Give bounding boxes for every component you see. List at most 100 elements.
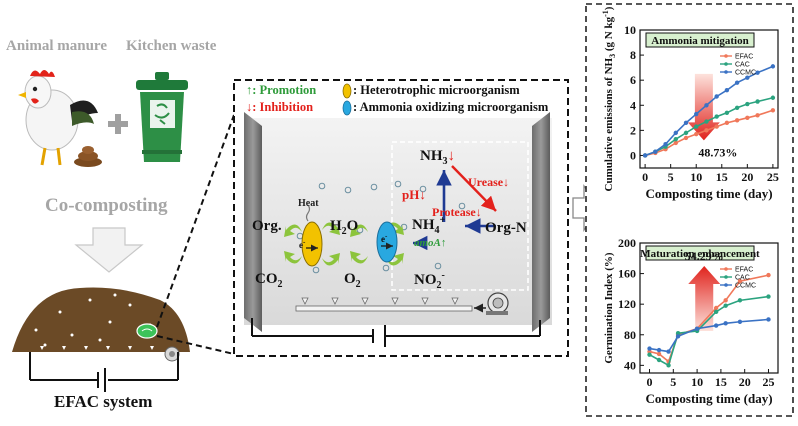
legend-promotion: ↑: Promotion (246, 83, 316, 98)
germination-data-point (647, 346, 652, 351)
ammonia-ytick-label: 4 (630, 98, 636, 112)
ammonia-legend-label: CAC (735, 62, 750, 69)
germination-ytick-label: 40 (624, 358, 636, 372)
germination-data-point (737, 279, 743, 284)
ammonia-data-point (745, 75, 750, 80)
germination-xtick-label: 0 (647, 375, 653, 389)
o2-main: O (344, 271, 356, 287)
inhibition-symbol: ↓ (246, 100, 253, 114)
ammonia-data-point (734, 118, 740, 123)
electron-e2: e (381, 234, 385, 244)
ammonia-data-point (663, 141, 668, 147)
ammonia-xtick-label: 5 (668, 170, 674, 184)
germination-xtick-label: 10 (691, 375, 703, 389)
urease-label: Urease↓ (468, 175, 509, 190)
ammonia-data-point (653, 149, 658, 154)
germination-legend-label: EFAC (735, 267, 753, 274)
legend-hetero-text: : Heterotrophic microorganism (353, 83, 520, 97)
legend-ammonia-icon (342, 100, 352, 116)
efac-system-label: EFAC system (54, 392, 153, 411)
germination-data-point (737, 298, 743, 303)
protease-arrow: ↓ (475, 205, 482, 219)
ammonia-xtick-label: 0 (642, 170, 648, 184)
ammonia-legend-marker (724, 62, 728, 66)
h2o-tail: O (346, 218, 359, 234)
ammonia-data-point (714, 114, 719, 119)
ammonia-data-point (724, 120, 730, 126)
reactor-body (244, 118, 552, 325)
electron-sup2: - (385, 232, 388, 240)
ammonia-xtick-label: 10 (690, 170, 702, 184)
nitrogen-box (391, 141, 529, 291)
aeration-pipe (295, 297, 486, 313)
ammonia-data-point (755, 113, 760, 118)
no2-sup: - (441, 270, 445, 281)
heat-wave (305, 204, 311, 222)
ammonia-data-point (673, 136, 678, 142)
germination-data-point (675, 334, 681, 339)
green-arrows (284, 222, 404, 266)
ammonia-title: Ammonia mitigation (651, 35, 748, 47)
heterotrophic-microorganism (301, 221, 323, 267)
zoom-line-bottom (156, 335, 235, 355)
compost-pile (12, 287, 190, 362)
germination-data-point (766, 294, 771, 299)
ammonia-data-point (694, 111, 699, 117)
ammonia-data-point (694, 131, 699, 137)
germination-legend-marker (724, 267, 728, 271)
urease-arrow: ↓ (503, 175, 510, 189)
ammonia-ylabel-part: Cumulative emissions of NH (603, 57, 615, 191)
co2-main: CO (255, 271, 278, 287)
ammonia-ylabel-part: 3 (608, 54, 617, 58)
germination-data-point (656, 351, 662, 357)
germination-title-box (645, 245, 755, 261)
amoa-arrow: ↑ (440, 237, 447, 249)
germination-data-point (666, 363, 671, 368)
nh4-main: NH (412, 217, 435, 233)
pathway-arrows (413, 165, 497, 251)
ammonia-data-point (755, 70, 760, 75)
ammonia-data-point (704, 119, 709, 124)
promotion-text: : Promotion (252, 83, 317, 97)
no2-label: NO2- (414, 270, 445, 291)
nh4-sup: + (439, 215, 446, 226)
ammonia-data-point (724, 110, 730, 116)
ammonia-ytick-label: 0 (630, 148, 636, 162)
ammonia-data-point (755, 99, 760, 104)
germination-xtick-label: 15 (715, 375, 727, 389)
ph-label: pH↓ (402, 187, 426, 203)
ammonia-data-point (683, 130, 689, 136)
protease-label: Protease↓ (432, 205, 482, 220)
right-electrode (532, 112, 550, 332)
co-composting-label: Co-composting (45, 195, 168, 216)
o2-sub: 2 (355, 279, 361, 290)
center-panel (233, 79, 569, 357)
ammonia-data-point (704, 103, 709, 108)
ammonia-legend-marker (724, 54, 728, 58)
germination-legend-label: CCMC (735, 283, 756, 290)
germination-data-point (723, 298, 728, 303)
co2-sub: 2 (277, 279, 283, 290)
ammonia-data-point (770, 108, 776, 113)
org-n-label: Org-N (485, 220, 527, 236)
protease-text: Protease (432, 205, 476, 219)
germination-data-point (647, 352, 652, 357)
ammonia-ylabel-part: -1 (601, 10, 610, 17)
heat-label: Heat (298, 198, 319, 209)
germination-data-point (713, 305, 719, 311)
kitchen-waste-label: Kitchen waste (126, 38, 217, 54)
ammonia-ytick-label: 8 (630, 48, 636, 62)
ammonia-oxidizing-microorganism (376, 221, 398, 263)
germination-ytick-label: 160 (618, 267, 636, 281)
ammonia-data-point (714, 124, 719, 129)
germination-data-point (766, 317, 771, 322)
h2o-main: H (330, 218, 342, 234)
h2o-sub: 2 (341, 226, 347, 237)
germination-data-point (713, 309, 719, 315)
germination-annotation: 54.29% (685, 249, 724, 263)
germination-data-point (656, 357, 662, 363)
no2-sub: 2 (436, 280, 442, 291)
